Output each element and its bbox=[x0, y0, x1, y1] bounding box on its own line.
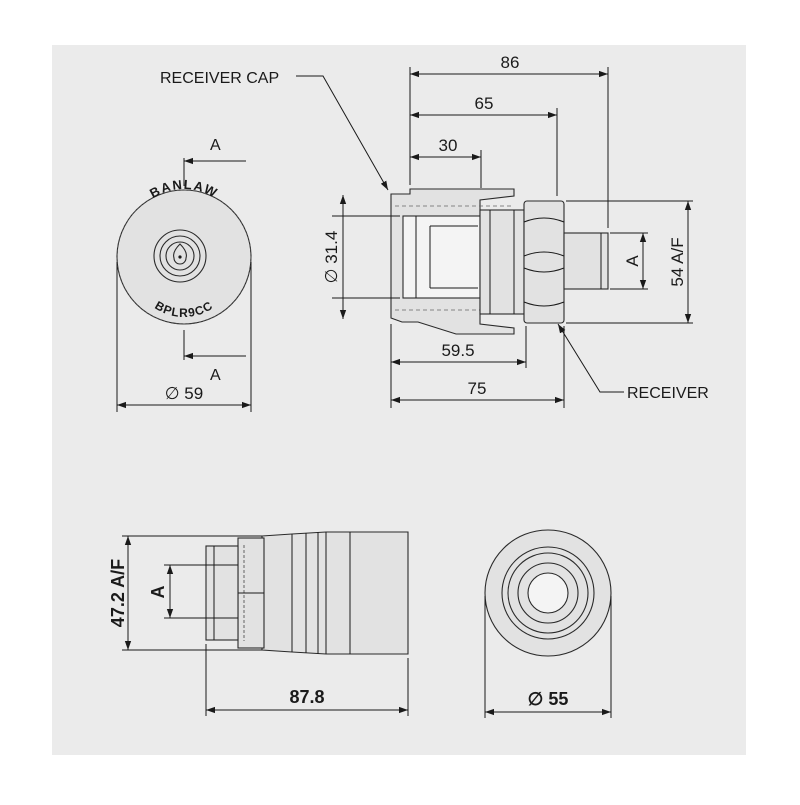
hex-curve-3 bbox=[523, 267, 565, 273]
hex-curve-4 bbox=[523, 301, 565, 307]
receiver-hex bbox=[523, 200, 565, 324]
dim-86-label: 86 bbox=[501, 53, 520, 72]
droplet-icon bbox=[173, 243, 187, 265]
cap-center-ring-inner bbox=[165, 241, 195, 271]
cap-center-dot bbox=[178, 255, 182, 259]
coupling-hex-end bbox=[205, 545, 239, 641]
end-ring-1 bbox=[501, 546, 595, 640]
locking-ring bbox=[479, 209, 525, 315]
receiver-leader bbox=[557, 323, 624, 393]
cap-face-dash-ring bbox=[116, 189, 252, 325]
bottom-length-label: 87.8 bbox=[289, 687, 324, 707]
section-label-top: A bbox=[210, 137, 221, 154]
bore-diameter-label: ∅ 31.4 bbox=[322, 231, 341, 284]
coupling-body bbox=[261, 531, 409, 655]
end-ring-3 bbox=[517, 562, 579, 624]
dim-59-5-label: 59.5 bbox=[441, 341, 474, 360]
dim-65-label: 65 bbox=[475, 94, 494, 113]
af-label: 54 A/F bbox=[668, 237, 687, 286]
bottom-thread-label: A bbox=[148, 586, 168, 599]
thread-label: A bbox=[623, 255, 642, 267]
hex-curve-2 bbox=[523, 251, 565, 257]
cap-center-ring-mid bbox=[159, 235, 201, 277]
bottom-side-view: 47.2 A/F A 87.8 bbox=[108, 531, 409, 716]
side-view: 86 65 30 RECEIVER CAP ∅ 31.4 54 A/F A 59… bbox=[160, 53, 709, 408]
receiver-cap-label: RECEIVER CAP bbox=[160, 70, 279, 87]
end-view: ∅ 55 bbox=[484, 529, 612, 718]
hex-curve-1 bbox=[523, 217, 565, 223]
section-label-bottom: A bbox=[210, 367, 221, 384]
cap-bore bbox=[402, 215, 481, 299]
receiver-label: RECEIVER bbox=[627, 385, 709, 402]
front-diameter-label: ∅ 59 bbox=[165, 384, 203, 403]
dim-30-label: 30 bbox=[439, 136, 458, 155]
end-bore bbox=[527, 572, 569, 614]
cap-center-ring-outer bbox=[153, 229, 207, 283]
end-diameter-label: ∅ 55 bbox=[528, 689, 569, 709]
bottom-af-label: 47.2 A/F bbox=[108, 559, 128, 627]
cap-face-circle bbox=[116, 189, 252, 325]
part-number-text: BPLR9CC bbox=[152, 298, 215, 320]
dim-75-label: 75 bbox=[468, 379, 487, 398]
receiver-cap-leader bbox=[296, 75, 389, 191]
end-ring-2 bbox=[507, 552, 589, 634]
